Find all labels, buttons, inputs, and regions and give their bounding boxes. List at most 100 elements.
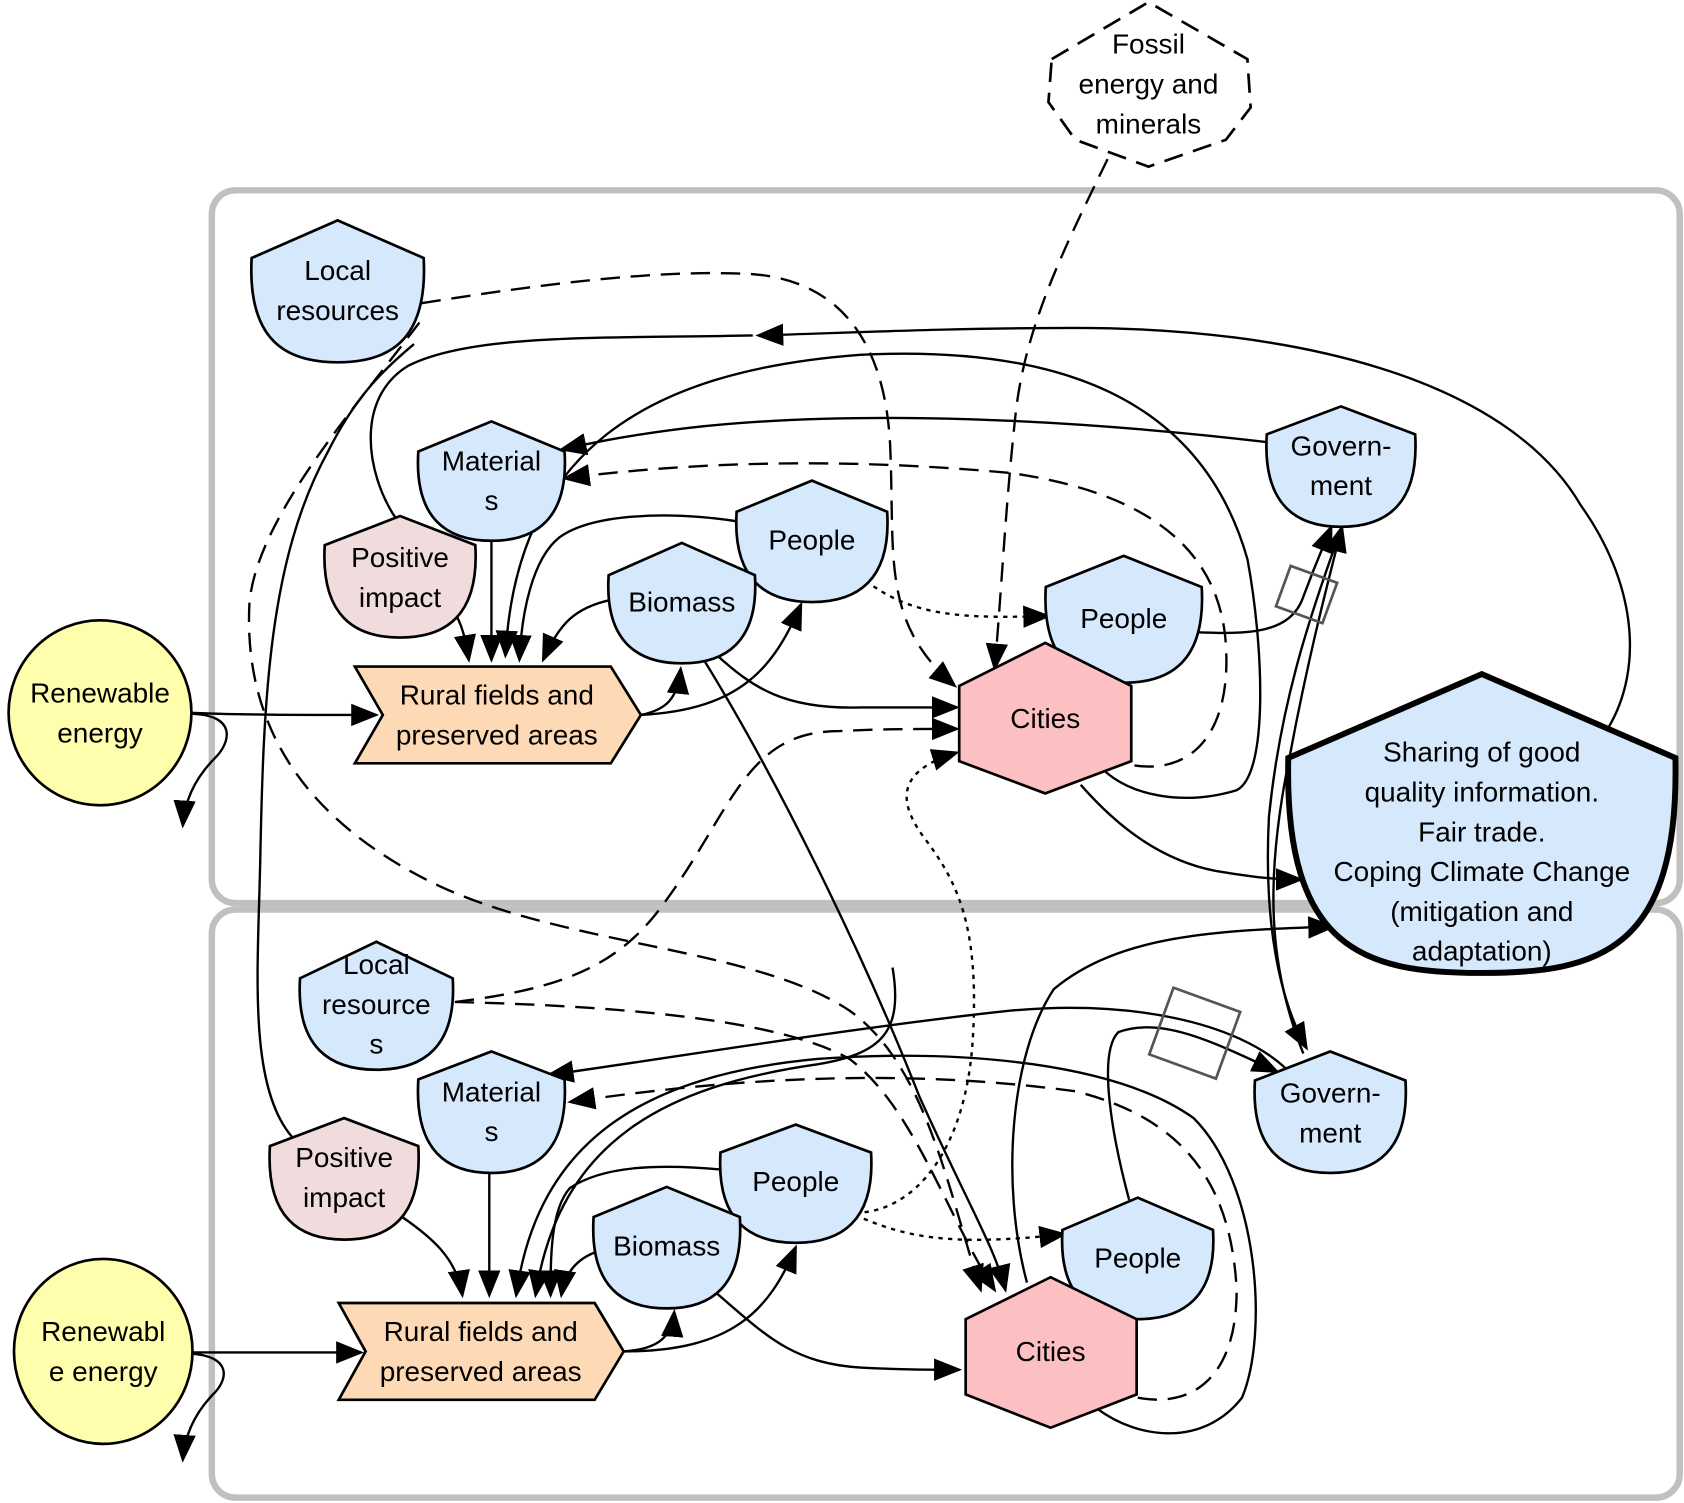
edge-cities-to-rural-bottom-arc <box>508 1054 1257 1435</box>
node-sharing-information-label: Sharing of good <box>1383 737 1580 768</box>
node-positive-impact-top-label: impact <box>359 582 442 613</box>
node-positive-impact-bottom-label: impact <box>303 1182 386 1213</box>
edge-people-to-rural-top <box>509 514 738 663</box>
edge-government-top-to-government-bottom <box>1266 526 1344 1051</box>
node-sharing-information-label: adaptation) <box>1412 936 1552 967</box>
node-local-resources-bottom[interactable]: Local resource s <box>298 940 455 1072</box>
node-positive-impact-bottom-label: Positive <box>295 1142 393 1173</box>
node-renewable-energy-top[interactable]: Renewable energy <box>7 618 193 807</box>
node-biomass-top[interactable]: Biomass <box>606 541 757 665</box>
node-fossil-energy-label: minerals <box>1096 108 1202 139</box>
node-rural-fields-bottom-label: preserved areas <box>380 1356 582 1387</box>
node-biomass-top-label: Biomass <box>628 587 735 618</box>
node-biomass-bottom[interactable]: Biomass <box>591 1185 742 1310</box>
node-rural-fields-top-label: Rural fields and <box>400 680 594 711</box>
edge-cities-top-to-rural-bottom <box>528 967 897 1299</box>
edge-local-to-cities-bottom <box>247 321 984 1293</box>
node-government-bottom-label: ment <box>1299 1117 1361 1148</box>
node-government-bottom[interactable]: Govern-ment <box>1253 1050 1408 1175</box>
node-fossil-energy-label: Fossil <box>1112 29 1185 60</box>
edge-positive-to-rural-bottom <box>401 1216 470 1299</box>
node-renewable-energy-top-label: Renewable <box>30 678 170 709</box>
node-cities-bottom-label: Cities <box>1016 1336 1086 1367</box>
edge-rural-to-people-bottom <box>623 1244 797 1353</box>
node-positive-impact-top[interactable]: Positive impact <box>323 514 477 639</box>
edge-people-to-government-bottom <box>1106 1026 1281 1201</box>
edge-rural-to-biomass-bottom <box>623 1308 684 1353</box>
node-positive-impact-bottom[interactable]: Positive impact <box>268 1116 420 1241</box>
node-local-resources-top[interactable]: Local resources <box>250 218 426 364</box>
node-materials-top-label: s <box>484 485 498 516</box>
node-local-resources-bottom-label: s <box>369 1029 383 1060</box>
edge-sharing-to-positive-arrow <box>755 323 1632 730</box>
node-materials-top-label: Material <box>442 445 541 476</box>
node-people-city-top[interactable]: People <box>1044 554 1204 685</box>
node-people-rural-top[interactable]: People <box>734 479 889 604</box>
node-local-resources-top-shape <box>250 218 426 364</box>
node-positive-impact-top-label: Positive <box>351 542 449 573</box>
node-people-rural-bottom[interactable]: People <box>718 1123 873 1245</box>
edge-renewable-out-top <box>173 712 228 829</box>
edge-people-to-government-top <box>1195 524 1333 635</box>
edge-renewable-to-rural-top <box>191 703 380 727</box>
edge-local-bottom-to-cities-top <box>454 717 960 1004</box>
node-people-rural-top-label: People <box>768 524 855 555</box>
node-government-top-shape <box>1265 404 1417 529</box>
node-positive-impact-bottom-shape <box>268 1116 420 1241</box>
edge-positive-to-sharing-top <box>369 334 753 519</box>
node-cities-top[interactable]: Cities <box>957 641 1133 795</box>
edge-cities-to-sharing-bottom <box>1011 916 1337 1283</box>
node-people-rural-bottom-label: People <box>752 1166 839 1197</box>
node-rural-fields-bottom[interactable]: Rural fields and preserved areas <box>336 1301 626 1402</box>
node-materials-bottom-shape <box>416 1050 567 1175</box>
edge-people-bottom-to-cities-top <box>854 749 976 1214</box>
node-people-rural-bottom-shape <box>718 1123 873 1245</box>
node-people-city-bottom-label: People <box>1094 1243 1181 1274</box>
node-government-top-label: ment <box>1310 470 1372 501</box>
node-renewable-energy-bottom[interactable]: Renewable energy <box>12 1257 194 1446</box>
node-government-top[interactable]: Govern-ment <box>1265 404 1417 529</box>
node-people-city-top-label: People <box>1080 603 1167 634</box>
node-cities-bottom[interactable]: Cities <box>964 1275 1138 1430</box>
node-local-resources-top-label: Local <box>304 255 371 286</box>
node-materials-top-shape <box>416 419 567 543</box>
edge-government-to-materials-top <box>558 416 1275 456</box>
region-container-top <box>208 187 1683 907</box>
gate-marker-top <box>1274 564 1339 625</box>
node-government-bottom-label: Govern- <box>1280 1078 1381 1109</box>
node-people-rural-top-shape <box>734 479 889 604</box>
node-sharing-information-label: quality information. <box>1365 776 1600 807</box>
edge-local-to-cities-top <box>421 271 958 688</box>
node-fossil-energy-shape <box>1047 0 1253 169</box>
node-fossil-energy[interactable]: Fossil energy and minerals <box>1047 0 1253 169</box>
gate-marker-bottom <box>1147 985 1242 1081</box>
node-rural-fields-top[interactable]: Rural fields and preserved areas <box>352 665 643 765</box>
node-sharing-information-label: (mitigation and <box>1390 896 1573 927</box>
node-fossil-energy-label: energy and <box>1079 69 1219 100</box>
node-materials-bottom-label: Material <box>442 1076 541 1107</box>
node-people-city-bottom[interactable]: People <box>1060 1196 1215 1321</box>
node-renewable-energy-top-shape <box>7 618 193 807</box>
node-materials-bottom[interactable]: Material s <box>416 1050 567 1175</box>
node-rural-fields-bottom-label: Rural fields and <box>384 1316 578 1347</box>
node-renewable-energy-top-label: energy <box>57 717 142 748</box>
node-local-resources-top-label: resources <box>276 295 399 326</box>
node-government-bottom-shape <box>1253 1050 1408 1175</box>
node-materials-bottom-label: s <box>484 1116 498 1147</box>
node-local-resources-bottom-label: Local <box>343 949 410 980</box>
node-cities-top-label: Cities <box>1010 703 1080 734</box>
edge-renewable-out-bottom <box>173 1352 225 1463</box>
node-cities-top-shape <box>957 641 1133 795</box>
node-sharing-information-shape <box>1285 670 1679 976</box>
node-government-top-label: Govern- <box>1290 430 1391 461</box>
edge-rural-to-biomass-top <box>640 665 690 717</box>
edge-local-bottom-to-cities-bottom <box>454 1000 997 1293</box>
node-materials-top[interactable]: Material s <box>416 419 567 543</box>
edge-cities-to-materials-bottom <box>567 1076 1238 1401</box>
edge-biomass-to-cities-top <box>714 652 960 719</box>
node-rural-fields-top-label: preserved areas <box>396 720 598 751</box>
node-biomass-top-shape <box>606 541 757 665</box>
node-positive-impact-top-shape <box>323 514 477 639</box>
node-local-resources-bottom-label: resource <box>322 989 431 1020</box>
